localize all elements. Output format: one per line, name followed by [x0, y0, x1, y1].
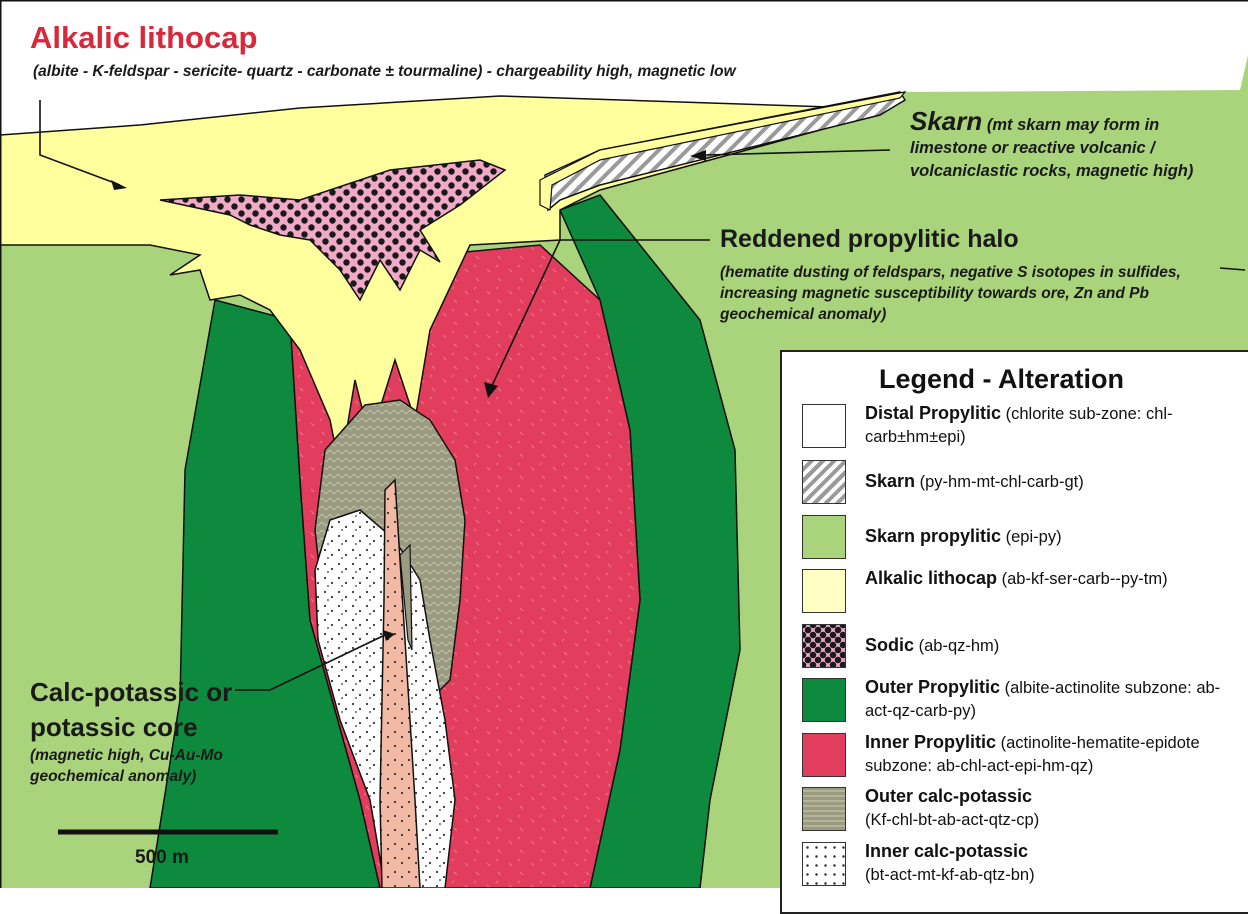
halo-note: (hematite dusting of feldspars, negative… — [720, 262, 1190, 325]
legend-item-name: Inner Propylitic — [865, 732, 996, 752]
swatch-red — [802, 733, 846, 777]
legend-box: Legend - Alteration Distal Propylitic (c… — [780, 350, 1248, 914]
legend-item-desc: (ab-kf-ser-carb--py-tm) — [1002, 570, 1168, 588]
halo-heading: Reddened propylitic halo — [720, 225, 1019, 254]
swatch-speckle — [802, 842, 846, 886]
scale-label: 500 m — [135, 847, 189, 869]
legend-item-desc: (py-hm-mt-chl-carb-gt) — [920, 473, 1084, 491]
legend-item-name: Skarn propylitic — [865, 526, 1001, 546]
legend-item-name: Distal Propylitic — [865, 403, 1001, 423]
legend-item-desc: (epi-py) — [1006, 528, 1062, 546]
legend-item-desc: (bt-act-mt-kf-ab-qtz-bn) — [865, 866, 1035, 884]
swatch-olive — [802, 787, 846, 831]
legend-item-name: Sodic — [865, 635, 914, 655]
legend-item-name: Skarn — [865, 471, 915, 491]
core-note: (magnetic high, Cu-Au-Mo geochemical ano… — [30, 745, 270, 787]
legend-item-desc: (Kf-chl-bt-ab-act-qtz-cp) — [865, 811, 1039, 829]
swatch-white — [802, 404, 846, 448]
swatch-dots — [802, 624, 846, 668]
swatch-lightgreen — [802, 515, 846, 559]
core-heading: Calc-potassic or potassic core — [30, 675, 290, 745]
swatch-darkgreen — [802, 678, 846, 722]
legend-title: Legend - Alteration — [879, 364, 1124, 395]
legend-item-desc: (ab-qz-hm) — [919, 637, 1000, 655]
legend-item-name: Inner calc-potassic — [865, 841, 1028, 861]
swatch-yellow — [802, 569, 846, 613]
skarn-heading: Skarn — [910, 106, 982, 136]
diagram-title: Alkalic lithocap — [30, 20, 257, 56]
legend-item-name: Alkalic lithocap — [865, 568, 997, 588]
legend-item-name: Outer calc-potassic — [865, 786, 1032, 806]
legend-item-name: Outer Propylitic — [865, 677, 1000, 697]
lithocap-subtitle: (albite - K-feldspar - sericite- quartz … — [33, 63, 736, 81]
diagram-stage: Alkalic lithocap (albite - K-feldspar - … — [0, 0, 1248, 888]
skarn-label: Skarn (mt skarn may form in limestone or… — [910, 110, 1240, 183]
swatch-hatch — [802, 460, 846, 504]
